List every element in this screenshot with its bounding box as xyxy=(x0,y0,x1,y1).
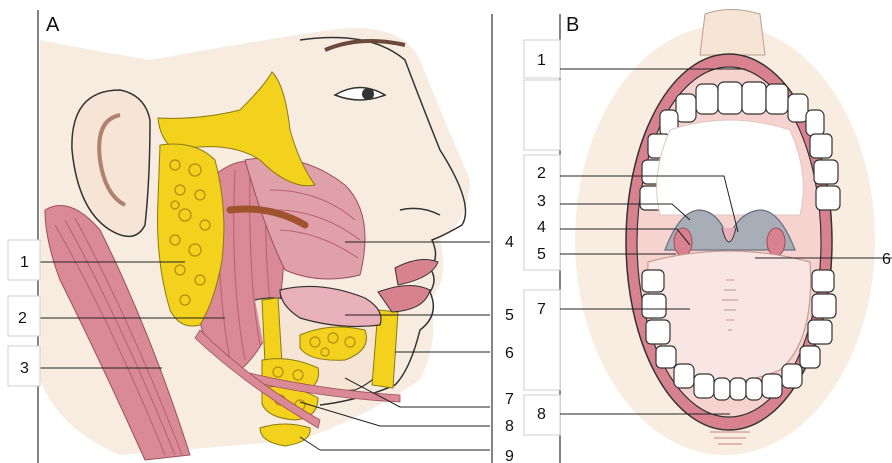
panel-a-letter: A xyxy=(46,14,60,36)
panel-b-label-3: 3 xyxy=(537,193,546,210)
panel-b-label-7: 7 xyxy=(537,301,546,318)
panel-a-label-7: 7 xyxy=(505,391,514,408)
panel-b-label-4: 4 xyxy=(537,219,546,236)
panel-a-label-5: 5 xyxy=(505,307,514,324)
panel-a-label-8: 8 xyxy=(505,418,514,435)
panel-a-label-9: 9 xyxy=(505,448,514,463)
panel-b-label-1: 1 xyxy=(537,52,546,69)
panel-b: B 1 2 3 4 5 7 8 6 xyxy=(524,10,892,463)
panel-a-label-6: 6 xyxy=(505,345,514,362)
panel-a-label-2: 2 xyxy=(18,310,27,327)
panel-b-label-6: 6 xyxy=(882,251,891,268)
panel-b-label-8: 8 xyxy=(537,406,546,423)
panel-b-label-2: 2 xyxy=(537,165,546,182)
philtrum xyxy=(700,10,765,56)
panel-a-label-4: 4 xyxy=(505,234,514,251)
pupil xyxy=(362,88,374,100)
panel-b-label-5: 5 xyxy=(537,246,546,263)
panel-a: A 1 2 3 4 5 6 7 8 9 xyxy=(8,10,514,463)
right-tonsil xyxy=(767,228,785,256)
panel-b-letter: B xyxy=(566,14,579,36)
panel-b-left-label-boxes xyxy=(524,40,560,435)
panel-a-label-1: 1 xyxy=(20,254,29,271)
left-tonsil xyxy=(674,228,692,256)
panel-a-label-3: 3 xyxy=(20,360,29,377)
